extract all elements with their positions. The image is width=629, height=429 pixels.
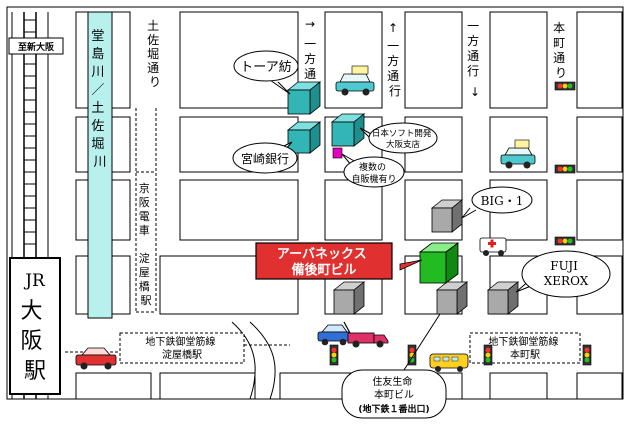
sumitomo-building — [435, 281, 469, 315]
road-tosabori-label: 土 佐 堀 通 り — [147, 19, 163, 89]
car-icon — [335, 65, 375, 96]
fuji-label: FUJI XEROX — [544, 259, 589, 288]
big1-building — [430, 199, 464, 233]
sumitomo-label: 住友生命 本町ビル — [372, 375, 415, 401]
truck-icon — [343, 321, 389, 348]
vending-machine-marker — [332, 147, 343, 159]
direction-box — [8, 37, 64, 55]
toa-building — [286, 81, 322, 115]
sumitomo-callout: 住友生命 本町ビル (地下鉄１番出口) — [341, 313, 447, 419]
subway-honmachi-label: 地下鉄御堂筋線 本町駅 — [488, 335, 561, 361]
oneway-label-3: 一 方 通 行 ↓ — [467, 19, 483, 99]
oneway-label-2: ↑ 一 方 通 行 — [387, 21, 403, 98]
miyazaki-building — [286, 121, 322, 154]
target-building — [418, 242, 460, 284]
target-label: アーバネックス 備後町ビル — [277, 247, 371, 278]
traffic-light-icon — [329, 344, 339, 366]
curved-road — [249, 321, 276, 400]
subway-yodoyabashi-label: 地下鉄御堂筋線 淀屋橋駅 — [145, 335, 218, 361]
vending-label: 複数の 自販機有り — [351, 161, 396, 185]
fuji-building — [486, 281, 520, 315]
station-name-label: 大 阪 駅 — [20, 299, 49, 384]
subway-yodoyabashi-box — [119, 332, 245, 364]
big1-callout: BIG・1 — [461, 186, 533, 219]
gray-building — [332, 281, 366, 315]
toa-callout: トーア紡 — [233, 50, 299, 95]
car-icon — [317, 324, 351, 346]
road-honmachi-label: 本 町 通 り — [553, 21, 569, 80]
curved-road — [231, 321, 256, 400]
station-jr-label: JR — [23, 271, 46, 291]
fuji-callout: FUJI XEROX — [515, 250, 611, 298]
target-callout: アーバネックス 備後町ビル — [255, 242, 423, 280]
direction-label: 至新大阪 — [18, 41, 55, 53]
car-icon — [500, 139, 536, 169]
toa-label: トーア紡 — [240, 60, 291, 75]
nihonsoft-callout: 日本ソフト開発 大阪支店 — [359, 122, 438, 154]
traffic-light-icon — [554, 81, 576, 91]
river-label: 堂 島 川 ／ 土 佐 堀 川 — [91, 29, 108, 170]
nihonsoft-building — [330, 113, 366, 147]
traffic-light-icon — [582, 344, 592, 366]
keihan-label: 京 阪 電 車 淀 屋 橋 駅 — [139, 181, 154, 307]
vending-callout: 複数の 自販機有り — [341, 153, 405, 188]
river — [87, 11, 113, 319]
subway-exit-label: (地下鉄１番出口) — [358, 403, 429, 415]
ambulance-icon — [479, 237, 507, 256]
nihonsoft-label: 日本ソフト開発 大阪支店 — [372, 128, 434, 150]
big1-label: BIG・1 — [481, 194, 524, 208]
miyazaki-label: 宮崎銀行 — [241, 151, 289, 166]
traffic-light-icon — [554, 236, 576, 246]
keihan-line — [135, 108, 157, 313]
car-icon — [75, 347, 117, 370]
miyazaki-callout: 宮崎銀行 — [232, 141, 298, 174]
traffic-light-icon — [483, 344, 493, 366]
jr-station-box — [9, 257, 61, 395]
traffic-light-icon — [554, 164, 576, 174]
bus-icon — [429, 353, 469, 372]
